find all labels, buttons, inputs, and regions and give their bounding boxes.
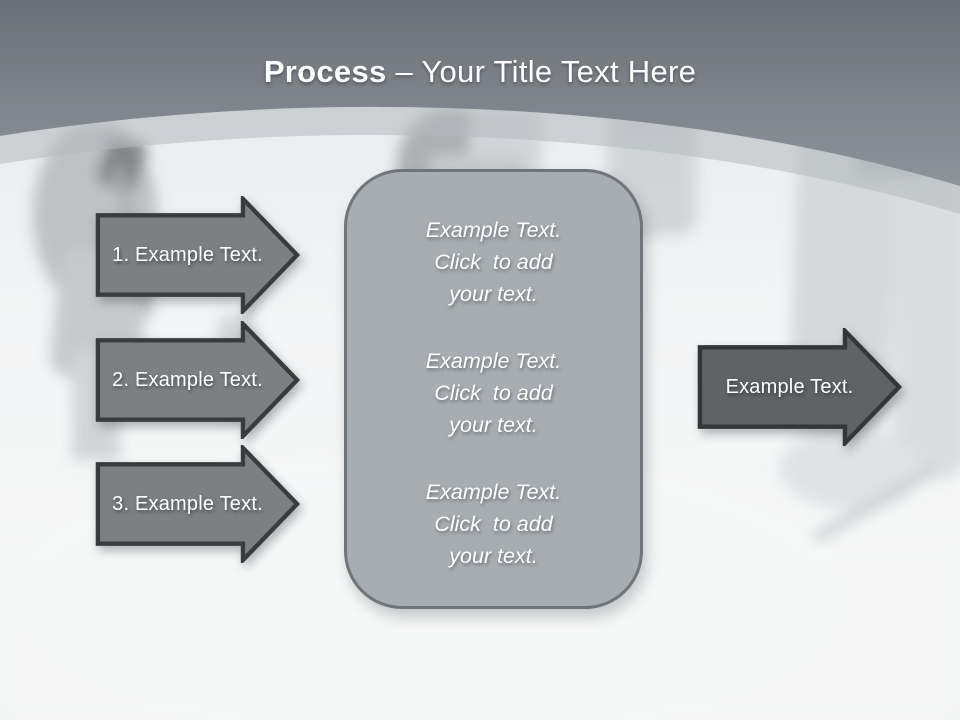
result-arrow-label: Example Text. xyxy=(725,375,854,398)
header-banner xyxy=(0,0,960,214)
step-1-label: 1. Example Text. xyxy=(112,243,263,266)
process-step-arrow-2[interactable]: 2. Example Text. xyxy=(95,321,300,439)
header-light-band xyxy=(0,106,960,214)
header-curve xyxy=(0,0,960,186)
slide-title: Process – Your Title Text Here xyxy=(0,54,960,90)
result-arrow[interactable]: Example Text. xyxy=(697,328,902,446)
process-step-arrow-1[interactable]: 1. Example Text. xyxy=(95,196,300,314)
right-arrow-shape xyxy=(95,321,300,439)
panel-text-block-3[interactable]: Example Text. Click to add your text. xyxy=(425,480,562,568)
right-arrow-shape xyxy=(697,328,902,446)
step-2-label: 2. Example Text. xyxy=(112,368,263,391)
step-3-label: 3. Example Text. xyxy=(112,492,263,515)
description-panel[interactable]: Example Text. Click to add your text. Ex… xyxy=(344,169,643,609)
process-step-arrow-3[interactable]: 3. Example Text. xyxy=(95,445,300,563)
panel-text-block-2[interactable]: Example Text. Click to add your text. xyxy=(425,349,562,437)
title-keyword: Process xyxy=(263,54,387,89)
right-arrow-shape xyxy=(95,196,300,314)
right-arrow-shape xyxy=(95,445,300,563)
title-subtitle: – Your Title Text Here xyxy=(386,54,697,89)
panel-text-block-1[interactable]: Example Text. Click to add your text. xyxy=(425,218,562,306)
